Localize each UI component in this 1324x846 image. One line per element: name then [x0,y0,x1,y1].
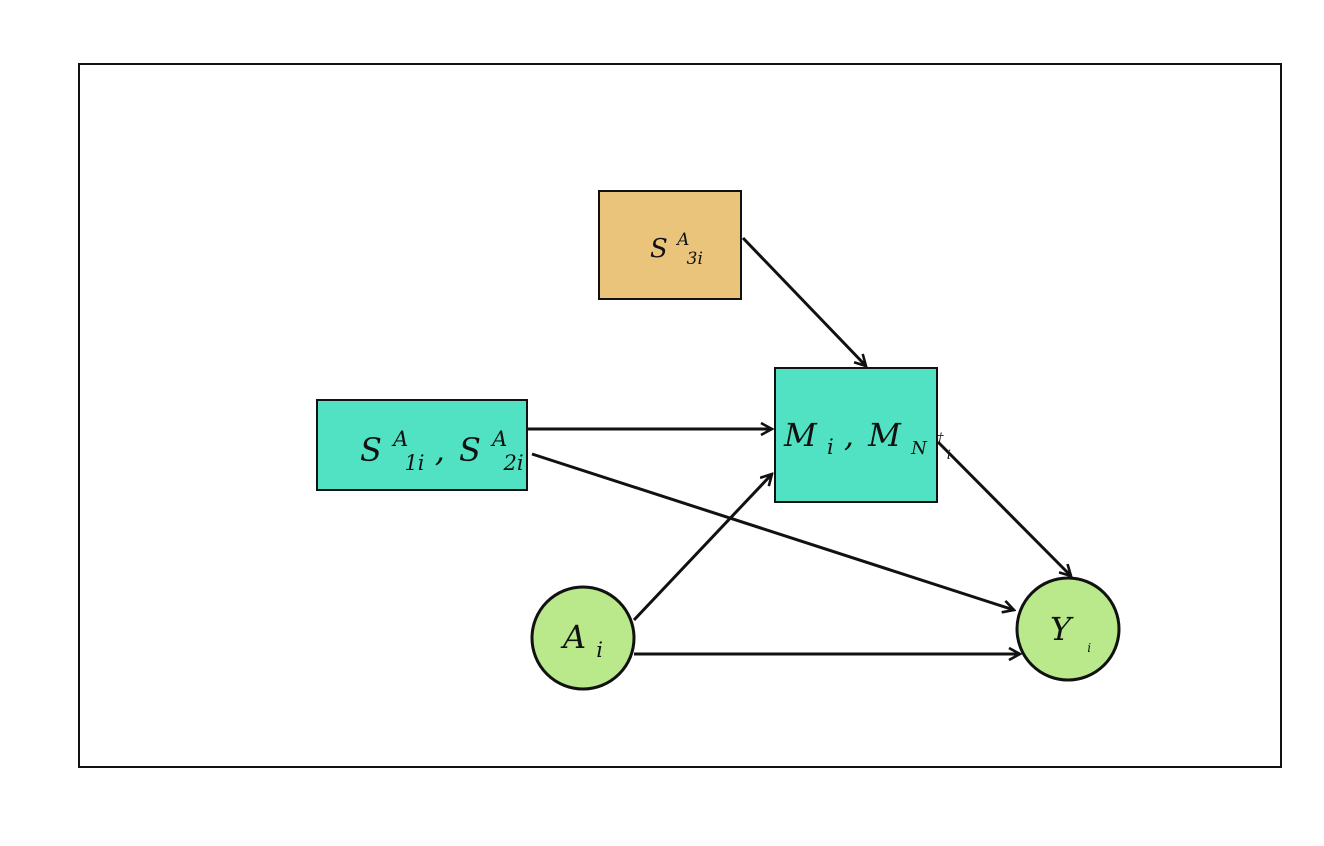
edge-a-to-m [632,474,772,622]
node-a-label: A i [560,618,603,662]
edge-s12-to-y [531,452,1014,610]
node-a-circle [530,585,636,691]
node-y-label: Y i [1050,610,1091,655]
node-s3-box [598,190,742,300]
node-m: M i , M N † i [774,367,954,503]
node-s12: S A 1i , S A 2i [316,399,528,491]
edges [526,236,1071,654]
node-m-box [774,367,938,503]
node-m-label: M i , M N † i [783,412,954,463]
node-s3: S A 3i [598,190,742,300]
node-s12-box [316,399,528,491]
node-y: Y i [1015,576,1121,682]
diagram-frame [78,63,1282,768]
edge-s3-to-m [741,236,866,366]
edge-m-to-y [936,440,1071,576]
node-s3-label: S A 3i [650,222,703,269]
node-a: A i [530,585,636,691]
node-s12-label: S A 1i , S A 2i [360,416,524,478]
node-y-circle [1015,576,1121,682]
